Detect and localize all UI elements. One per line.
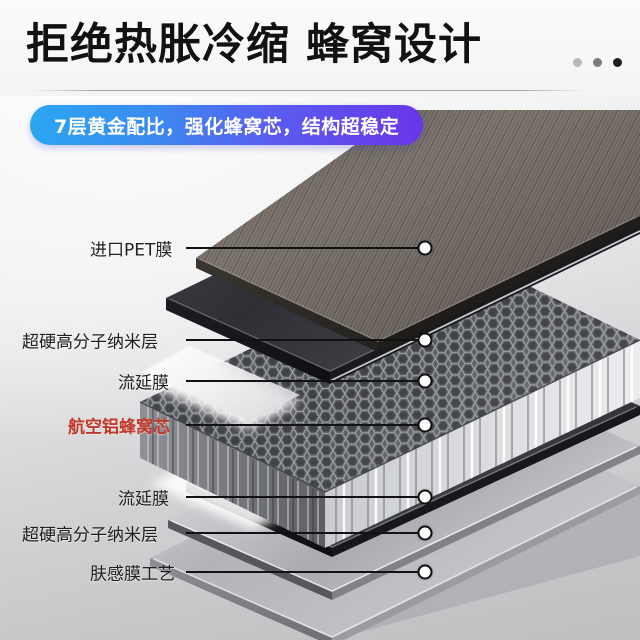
- leader-node-6: [417, 525, 433, 541]
- subtitle-badge: 7层黄金配比，强化蜂窝芯，结构超稳定: [30, 105, 424, 145]
- layer-label-1: 进口PET膜: [90, 240, 173, 261]
- leader-node-5: [417, 489, 433, 505]
- leader-line-6: [186, 532, 425, 534]
- layer-label-6: 超硬高分子纳米层: [22, 525, 158, 546]
- dot-light-icon: [573, 58, 582, 67]
- header-divider: [30, 90, 586, 91]
- leader-node-4: [417, 417, 433, 433]
- leader-line-3: [186, 380, 425, 382]
- header-dots: [573, 58, 622, 67]
- leader-line-1: [186, 247, 425, 249]
- leader-line-4: [186, 424, 425, 426]
- leader-node-7: [417, 564, 433, 580]
- layer-label-4: 航空铝蜂窝芯: [68, 417, 170, 438]
- layer-pet-veneer: [196, 110, 640, 352]
- leader-line-5: [186, 496, 425, 498]
- dot-mid-icon: [593, 58, 602, 67]
- layer-label-7: 肤感膜工艺: [90, 564, 175, 585]
- leader-line-2: [186, 339, 425, 341]
- page-title: 拒绝热胀冷缩 蜂窝设计: [26, 20, 482, 70]
- leader-node-3: [417, 373, 433, 389]
- leader-line-7: [186, 571, 425, 573]
- header-bar: 拒绝热胀冷缩 蜂窝设计: [0, 0, 640, 96]
- dot-dark-icon: [613, 58, 622, 67]
- leader-node-1: [417, 240, 433, 256]
- layer-label-2: 超硬高分子纳米层: [22, 332, 158, 353]
- leader-node-2: [417, 332, 433, 348]
- layer-label-5: 流延膜: [118, 489, 169, 510]
- layer-label-3: 流延膜: [118, 373, 169, 394]
- layer-casting-film-top: [142, 346, 300, 421]
